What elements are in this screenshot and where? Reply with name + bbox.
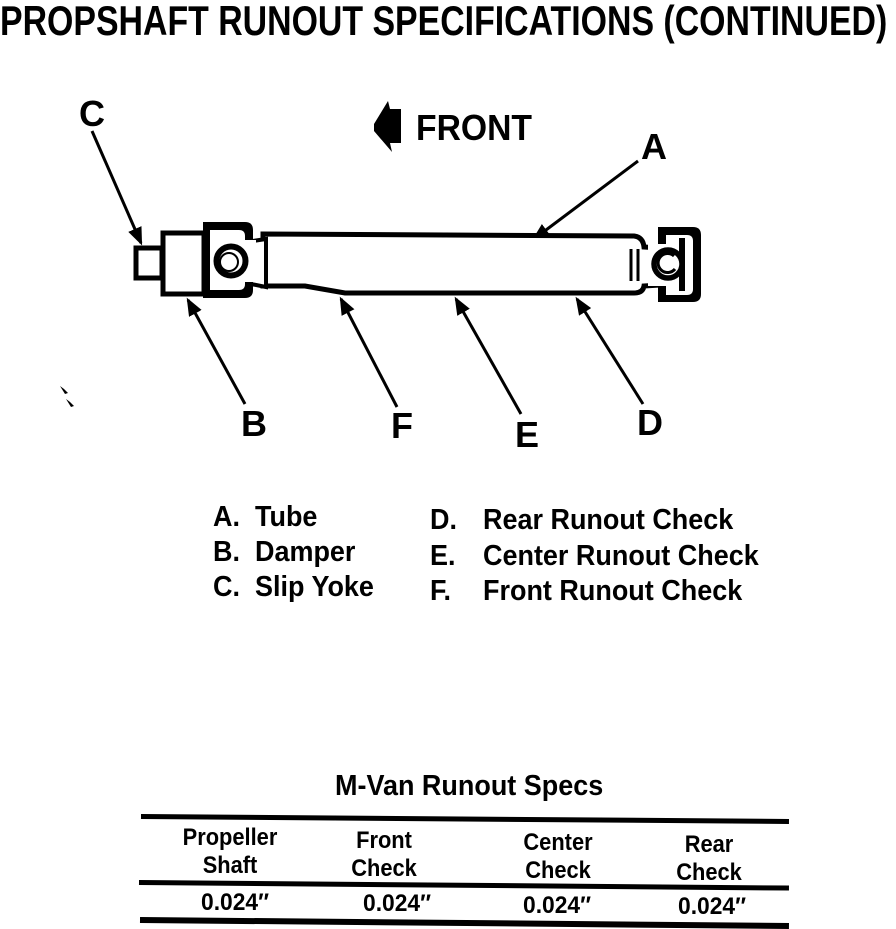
svg-text:B: B: [241, 403, 267, 444]
svg-text:D: D: [637, 402, 663, 443]
svg-text:A: A: [641, 126, 667, 167]
svg-text:FRONT: FRONT: [416, 107, 532, 148]
svg-text:C: C: [79, 93, 105, 134]
svg-text:E: E: [515, 414, 539, 455]
svg-text:F: F: [391, 405, 413, 446]
